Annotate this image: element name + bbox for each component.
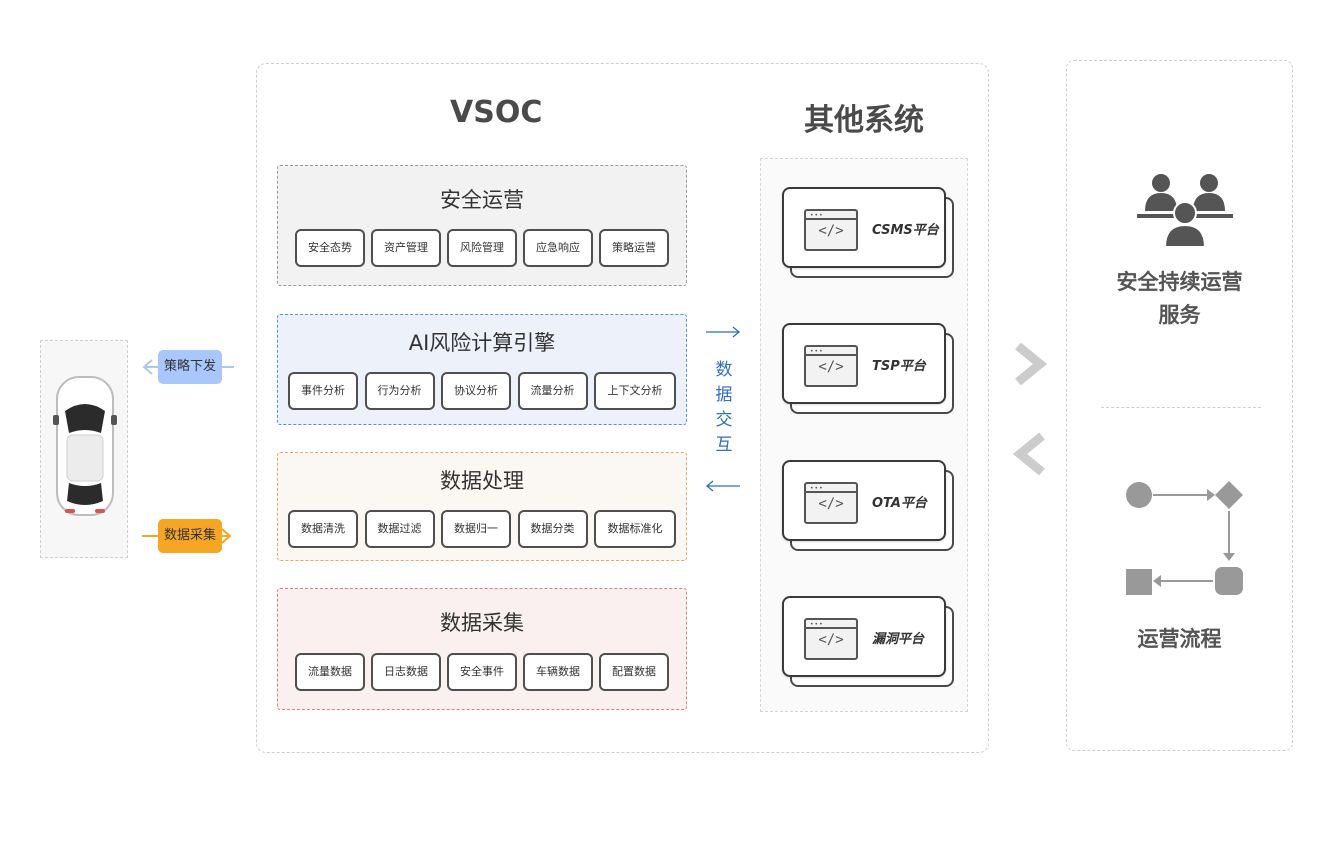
chip-item: 行为分析 [364,372,435,410]
exchange-char: 交 [715,410,733,430]
chevron-right-icon [1015,342,1048,386]
chip-item: 策略运营 [599,229,669,267]
chip-item: 配置数据 [599,653,669,691]
exchange-label: 数 据 交 互 [715,358,733,458]
layer-title: 数据采集 [440,611,524,635]
platform-card-ota: ••• </> OTA平台 [782,460,954,551]
flow-title: 运营流程 [1137,627,1222,651]
platform-label: TSP平台 [872,359,926,374]
chip-item: 事件分析 [288,372,358,410]
chip-item: 应急响应 [523,229,593,267]
chip-item: 日志数据 [371,653,441,691]
chip-item: 上下文分析 [594,372,676,410]
platform-card-tsp: ••• </> TSP平台 [782,323,954,414]
chip-item: 数据过滤 [364,510,435,548]
code-window-icon: ••• </> [804,209,858,251]
platform-label: CSMS平台 [872,223,939,238]
layer-title: 安全运营 [440,188,524,212]
layer-security-ops: 安全运营 安全态势 资产管理 风险管理 应急响应 策略运营 [277,165,687,286]
chip-item: 流量数据 [295,653,365,691]
layer-title: AI风险计算引擎 [408,331,556,355]
code-window-icon: ••• </> [804,618,858,660]
exchange-char: 互 [715,435,733,455]
divider [1101,407,1261,408]
chip-item: 数据清洗 [288,510,358,548]
chevron-left-icon [1012,432,1045,476]
chip-item: 协议分析 [441,372,511,410]
exchange-char: 数 [715,360,733,380]
vsoc-container [256,63,989,753]
layer-data-collection: 数据采集 流量数据 日志数据 安全事件 车辆数据 配置数据 [277,588,687,710]
vehicle-panel [40,340,128,558]
layer-title: 数据处理 [440,469,524,493]
chip-item: 数据归一 [441,510,511,548]
platform-label: OTA平台 [872,496,927,511]
policy-tag: 策略下发 [158,350,222,384]
code-window-icon: ••• </> [804,345,858,387]
team-icon [1137,174,1233,248]
service-title: 安全持续运营 服务 [1067,266,1292,332]
layer-data-processing: 数据处理 数据清洗 数据过滤 数据归一 数据分类 数据标准化 [277,452,687,561]
layer-ai-engine: AI风险计算引擎 事件分析 行为分析 协议分析 流量分析 上下文分析 [277,314,687,425]
vsoc-title: VSOC [450,95,543,130]
exchange-char: 据 [715,385,733,405]
car-icon [53,376,117,516]
data-exchange: 数 据 交 互 [705,320,741,500]
service-title-line: 服务 [1158,303,1201,327]
chip-item: 风险管理 [447,229,517,267]
platform-card-csms: ••• </> CSMS平台 [782,187,954,278]
chip-item: 流量分析 [517,372,588,410]
chip-item: 安全态势 [295,229,365,267]
chip-item: 数据分类 [517,510,588,548]
chip-item: 安全事件 [447,653,517,691]
service-panel: 安全持续运营 服务 运营流程 [1066,60,1293,751]
code-window-icon: ••• </> [804,482,858,524]
chip-item: 数据标准化 [594,510,676,548]
chip-item: 车辆数据 [523,653,593,691]
arrow-right-icon [706,326,741,338]
platform-card-vuln: ••• </> 漏洞平台 [782,596,954,687]
service-title-line: 安全持续运营 [1116,270,1243,294]
flow-icon [1126,481,1243,595]
platform-label: 漏洞平台 [872,632,925,647]
collect-tag: 数据采集 [158,519,222,553]
other-systems-title: 其他系统 [804,103,924,138]
chip-item: 资产管理 [371,229,441,267]
arrow-left-icon [705,480,740,492]
